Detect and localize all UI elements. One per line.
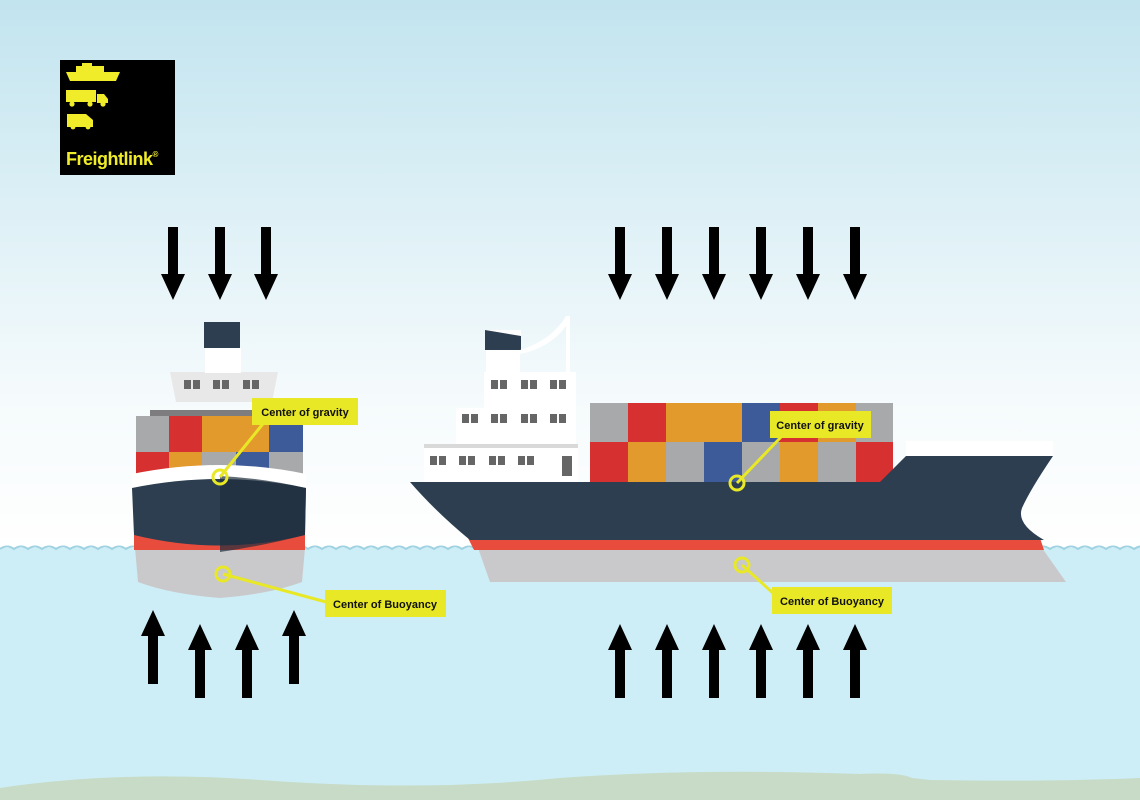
brand-name: Freightlink — [66, 149, 154, 169]
small-ship-gravity-label: Center of gravity — [261, 407, 349, 419]
gravity-arrow — [608, 227, 632, 300]
small-ship-railing — [150, 410, 270, 416]
buoyancy-arrow — [608, 624, 632, 698]
buoyancy-arrow — [282, 610, 306, 684]
gravity-arrow — [254, 227, 278, 300]
freightlink-logo: Freightlink® — [60, 60, 175, 175]
gravity-arrow — [796, 227, 820, 300]
brand-mark: ® — [153, 150, 159, 159]
gravity-arrow — [161, 227, 185, 300]
large-ship-underwater-hull — [478, 548, 1066, 582]
gravity-arrow — [702, 227, 726, 300]
large-ship-waterline — [468, 538, 1044, 550]
large-ship-gravity-marker — [728, 474, 746, 492]
large-ship-buoyancy-label: Center of Buoyancy — [780, 596, 885, 608]
gravity-arrow — [208, 227, 232, 300]
van-icon — [67, 114, 93, 130]
small-ship-funnel — [204, 322, 240, 348]
gravity-arrow — [655, 227, 679, 300]
buoyancy-arrow — [749, 624, 773, 698]
gravity-arrow — [749, 227, 773, 300]
large-ship-crane — [520, 316, 570, 372]
ferry-icon — [66, 63, 120, 81]
truck-icon — [66, 90, 108, 107]
large-ship-bow-rail — [906, 441, 1053, 456]
buoyancy-arrow — [188, 624, 212, 698]
small-ship-buoyancy-marker — [214, 565, 232, 583]
large-ship-gravity-callout: Center of gravity — [728, 411, 871, 492]
small-ship-gravity-callout: Center of gravity — [211, 398, 358, 486]
buoyancy-arrow — [655, 624, 679, 698]
large-ship-hull — [410, 456, 1053, 540]
buoyancy-arrow — [235, 624, 259, 698]
large-ship-buoyancy-marker — [733, 556, 751, 574]
buoyancy-arrow — [843, 624, 867, 698]
small-ship-deck — [132, 465, 306, 490]
large-ship-buoyancy-callout: Center of Buoyancy — [733, 556, 892, 614]
buoyancy-arrow — [796, 624, 820, 698]
small-ship-containers — [136, 416, 303, 474]
seabed — [0, 771, 1140, 800]
large-ship-funnel — [485, 330, 521, 350]
svg-text:Freightlink®: Freightlink® — [66, 149, 159, 169]
buoyancy-arrow — [141, 610, 165, 684]
small-ship-buoyancy-label: Center of Buoyancy — [333, 599, 438, 611]
gravity-arrow — [843, 227, 867, 300]
small-ship — [132, 322, 306, 598]
small-ship-buoyancy-callout: Center of Buoyancy — [214, 565, 446, 617]
small-ship-gravity-marker — [211, 468, 229, 486]
buoyancy-arrow — [702, 624, 726, 698]
large-ship-gravity-label: Center of gravity — [776, 420, 864, 432]
force-arrows — [141, 227, 867, 698]
large-ship — [410, 316, 1066, 582]
